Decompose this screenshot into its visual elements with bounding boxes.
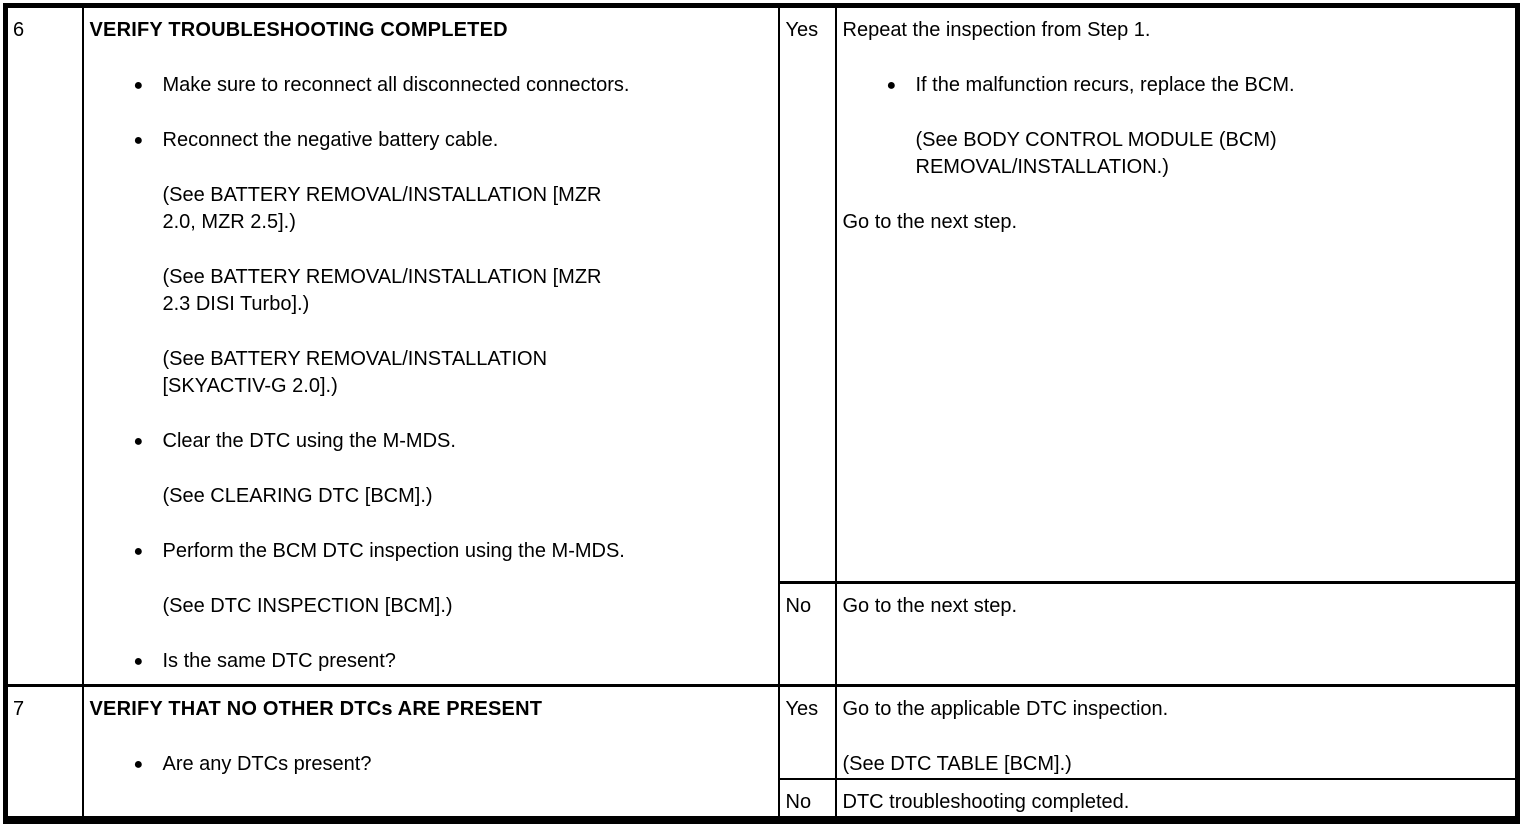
step-number: 6 — [13, 19, 25, 41]
yes-label-cell: Yes — [777, 684, 837, 780]
action-bullet-text: Clear the DTC using the M-MDS. — [162, 430, 456, 452]
bullet-icon: ● — [886, 77, 897, 94]
no-label-cell: No — [777, 778, 837, 821]
action-cell: VERIFY THAT NO OTHER DTCs ARE PRESENT ● … — [81, 684, 780, 821]
action-bullet-item: ● Is the same DTC present? — [90, 648, 772, 675]
result-cell: Go to the applicable DTC inspection. (Se… — [834, 684, 1519, 780]
action-bullet-item: ● Clear the DTC using the M-MDS. — [90, 428, 772, 455]
yes-label-cell: Yes — [777, 4, 837, 584]
action-title: VERIFY TROUBLESHOOTING COMPLETED — [89, 19, 508, 41]
troubleshooting-table: 6 VERIFY TROUBLESHOOTING COMPLETED ● Mak… — [3, 3, 1520, 824]
see-reference: (See DTC INSPECTION [BCM].) — [162, 595, 453, 617]
see-reference: (See BATTERY REMOVAL/INSTALLATION [SKYAC… — [162, 348, 548, 397]
action-bullet-text: Are any DTCs present? — [162, 753, 372, 775]
action-bullet-text: Reconnect the negative battery cable. — [162, 129, 499, 151]
result-bullet-text: If the malfunction recurs, replace the B… — [915, 74, 1295, 96]
no-label: No — [785, 595, 812, 617]
see-reference: (See DTC TABLE [BCM].) — [842, 753, 1072, 775]
result-text: Repeat the inspection from Step 1. — [842, 19, 1151, 41]
result-bullet-item: ● If the malfunction recurs, replace the… — [843, 72, 1510, 99]
result-text: Go to the applicable DTC inspection. — [842, 698, 1169, 720]
action-bullet-item: ● Are any DTCs present? — [90, 751, 772, 778]
action-bullet-text: Make sure to reconnect all disconnected … — [162, 74, 630, 96]
result-text: DTC troubleshooting completed. — [842, 791, 1130, 813]
bullet-icon: ● — [133, 433, 144, 450]
see-reference: (See CLEARING DTC [BCM].) — [162, 485, 433, 507]
action-bullet-item: ● Reconnect the negative battery cable. — [90, 127, 772, 154]
yes-label: Yes — [785, 19, 819, 41]
result-cell: DTC troubleshooting completed. — [834, 778, 1519, 821]
action-title: VERIFY THAT NO OTHER DTCs ARE PRESENT — [89, 698, 543, 720]
result-cell: Go to the next step. — [834, 581, 1519, 687]
action-bullet-item: ● Perform the BCM DTC inspection using t… — [90, 538, 772, 565]
step-number: 7 — [13, 698, 25, 720]
result-cell: Repeat the inspection from Step 1. ● If … — [834, 4, 1519, 584]
see-reference: (See BATTERY REMOVAL/INSTALLATION [MZR 2… — [162, 184, 602, 233]
action-bullet-item: ● Make sure to reconnect all disconnecte… — [90, 72, 772, 99]
bullet-icon: ● — [133, 77, 144, 94]
see-reference: (See BODY CONTROL MODULE (BCM) REMOVAL/I… — [915, 129, 1277, 178]
step-number-cell: 7 — [4, 684, 84, 821]
result-text: Go to the next step. — [842, 211, 1018, 233]
action-bullet-text: Perform the BCM DTC inspection using the… — [162, 540, 625, 562]
action-cell: VERIFY TROUBLESHOOTING COMPLETED ● Make … — [81, 4, 780, 687]
step-number-cell: 6 — [4, 4, 84, 687]
yes-label: Yes — [785, 698, 819, 720]
action-bullet-text: Is the same DTC present? — [162, 650, 396, 672]
bullet-icon: ● — [133, 653, 144, 670]
bullet-icon: ● — [133, 756, 144, 773]
no-label-cell: No — [777, 581, 837, 687]
bullet-icon: ● — [133, 543, 144, 560]
result-text: Go to the next step. — [842, 595, 1018, 617]
see-reference: (See BATTERY REMOVAL/INSTALLATION [MZR 2… — [162, 266, 602, 315]
bullet-icon: ● — [133, 132, 144, 149]
no-label: No — [785, 791, 812, 813]
